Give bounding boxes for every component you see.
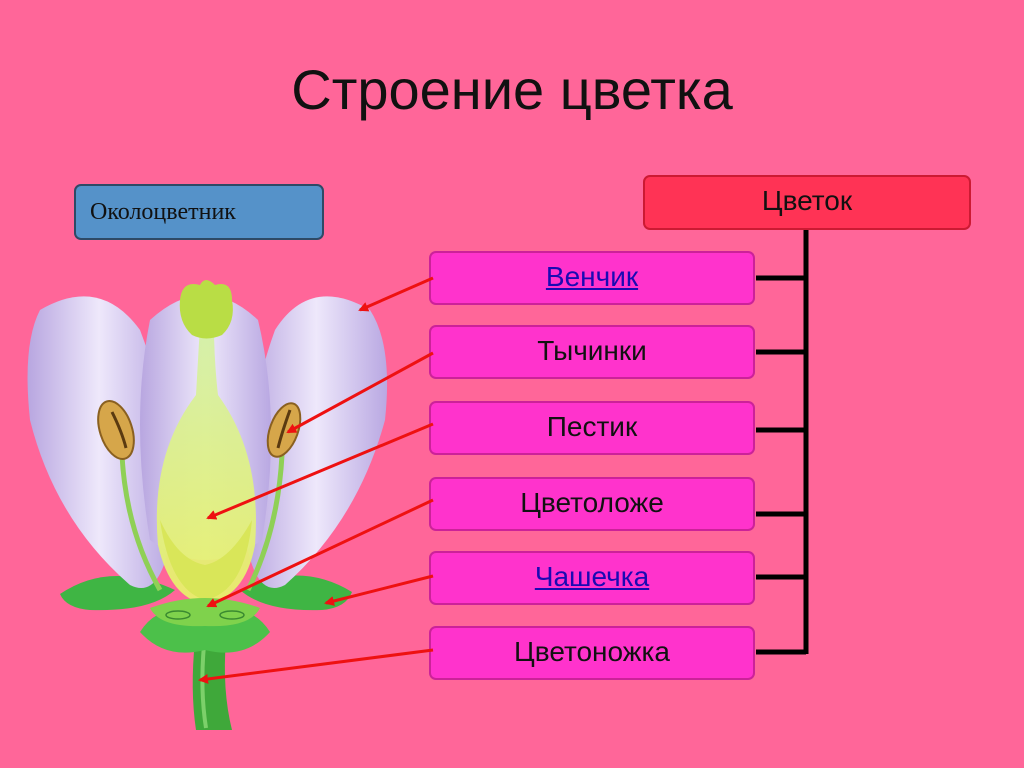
petal-right — [245, 296, 388, 588]
part-box-peduncle: Цветоножка — [429, 626, 755, 680]
part-label-calyx[interactable]: Чашечка — [534, 561, 650, 592]
part-label-peduncle: Цветоножка — [514, 636, 670, 667]
part-label-corolla[interactable]: Венчик — [545, 261, 639, 292]
root-label: Цветок — [761, 184, 853, 216]
part-box-calyx[interactable]: Чашечка — [429, 551, 755, 605]
part-box-corolla[interactable]: Венчик — [429, 251, 755, 305]
part-label-receptacle: Цветоложе — [520, 487, 664, 518]
arrow-pistil — [206, 422, 434, 520]
arrow-calyx — [324, 574, 434, 606]
petal-left — [27, 296, 171, 588]
stamen-filament-right — [245, 454, 285, 592]
arrow-corolla — [358, 276, 434, 312]
arrow-peduncle — [198, 648, 434, 684]
part-box-receptacle: Цветоложе — [429, 477, 755, 531]
part-box-stamens: Тычинки — [429, 325, 755, 379]
stigma — [179, 280, 233, 339]
arrow-receptacle — [206, 498, 434, 608]
part-box-pistil: Пестик — [429, 401, 755, 455]
perianth-label: Околоцветник — [90, 198, 236, 225]
part-label-stamens: Тычинки — [537, 335, 647, 366]
arrow-stamens — [286, 351, 434, 434]
part-label-pistil: Пестик — [546, 411, 638, 442]
slide-title: Строение цветка — [291, 58, 733, 121]
stamen-filament-left — [119, 454, 163, 592]
pistil — [156, 325, 256, 604]
perianth-box: Околоцветник — [74, 184, 324, 240]
root-box-flower: Цветок — [643, 175, 971, 230]
